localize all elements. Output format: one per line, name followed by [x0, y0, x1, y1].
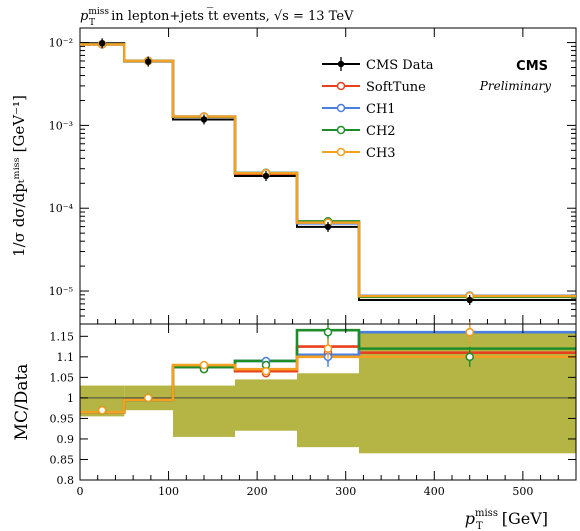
y-tick-label: 10⁻³	[49, 119, 73, 132]
y-tick-label: 10⁻⁴	[49, 202, 74, 215]
legend-label: CMS Data	[366, 58, 434, 73]
uncertainty-bin	[173, 385, 235, 437]
legend-label: CH1	[366, 102, 396, 117]
legend-marker	[336, 147, 346, 157]
header-var-sub: T	[89, 18, 95, 28]
ratio-y-axis-label: MC/Data	[12, 364, 32, 441]
legend-label: CH2	[366, 124, 396, 139]
legend-label: CH3	[366, 146, 396, 161]
data-point	[324, 223, 332, 231]
ratio-marker	[465, 352, 474, 362]
ratio-marker	[261, 366, 271, 376]
ratio-y-tick-label: 1.05	[50, 371, 75, 384]
ratio-marker	[143, 393, 153, 403]
ratio-marker	[465, 327, 474, 337]
legend-label: SoftTune	[366, 80, 426, 95]
data-point	[200, 116, 208, 123]
x-tick-label: 0	[77, 485, 84, 498]
legend-marker	[336, 81, 346, 91]
x-label-var: p	[465, 509, 475, 528]
x-axis: 0 100 200 300 400 500	[77, 324, 559, 498]
legend-marker	[336, 125, 346, 135]
main-y-axis-label: 1/σ dσ/dpₜᵐⁱˢˢ [GeV⁻¹]	[10, 95, 28, 257]
uncertainty-bin	[235, 379, 297, 431]
uncertainty-bin	[359, 332, 576, 454]
ratio-marker	[97, 405, 107, 415]
main-frame	[79, 27, 577, 325]
header-var-sup: miss	[88, 7, 109, 17]
x-tick-label: 200	[247, 485, 268, 498]
ratio-marker	[199, 360, 209, 370]
ratio-y-tick-label: 0.8	[57, 474, 75, 487]
main-panel: 10⁻² 10⁻³ 10⁻⁴ 10⁻⁵ CMS Preliminary CMS Dat…	[10, 27, 577, 325]
ratio-y-tick-label: 1.15	[50, 330, 75, 343]
main-y-axis: 10⁻² 10⁻³ 10⁻⁴ 10⁻⁵	[49, 37, 576, 325]
ratio-panel: 0.8 0.85 0.9 0.95 1 1.05 1.1 1.15 0 100 200 300 400…	[12, 322, 577, 531]
experiment-label: CMS	[516, 59, 548, 74]
x-tick-label: 300	[335, 485, 356, 498]
ratio-marker	[323, 327, 333, 337]
data-point	[262, 172, 270, 180]
ratio-series	[80, 322, 576, 415]
y-tick-label: 10⁻²	[49, 37, 73, 50]
ratio-y-tick-label: 0.85	[50, 453, 75, 466]
ratio-marker	[323, 344, 333, 353]
legend-marker	[336, 103, 346, 113]
uncertainty-bin	[297, 373, 359, 448]
header-var: p	[80, 9, 89, 24]
series-step-ch3	[80, 43, 576, 298]
ratio-y-tick-label: 0.95	[50, 412, 75, 425]
x-tick-label: 500	[512, 485, 533, 498]
ratio-step-ch3	[80, 355, 576, 414]
main-data-points	[98, 38, 473, 305]
ratio-y-axis: 0.8 0.85 0.9 0.95 1 1.05 1.1 1.15	[50, 330, 576, 487]
x-tick-label: 400	[424, 485, 445, 498]
main-x-ticks	[79, 28, 559, 324]
data-point	[145, 58, 152, 65]
data-point	[466, 296, 473, 304]
status-label: Preliminary	[479, 79, 551, 93]
y-tick-label: 10⁻⁵	[49, 285, 73, 298]
ratio-y-tick-label: 1.1	[57, 351, 75, 364]
x-tick-label: 100	[158, 485, 179, 498]
legend-marker	[337, 60, 345, 68]
ratio-y-tick-label: 0.9	[57, 433, 75, 446]
data-point	[98, 40, 106, 47]
x-label-sub: T	[476, 521, 483, 531]
header-text: in lepton+jets t̅t events, √s = 13 TeV	[107, 7, 354, 24]
x-label-unit: [GeV]	[497, 509, 548, 528]
ratio-y-tick-label: 1	[67, 392, 74, 405]
x-label-sup: miss	[475, 508, 498, 519]
